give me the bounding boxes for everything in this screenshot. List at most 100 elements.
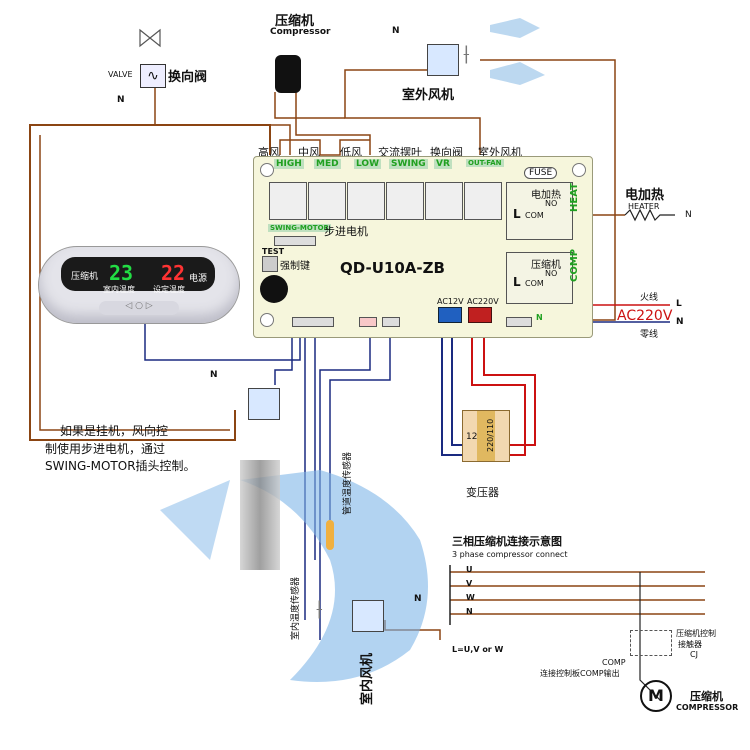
phase-n-label: N — [466, 607, 473, 616]
outdoor-fan-blade-icon: ⟊ — [463, 40, 470, 70]
wire-ac12v-blue2 — [451, 320, 465, 446]
outdoor-air-1 — [490, 18, 540, 38]
wire-swing-1 — [274, 320, 293, 385]
remote-display-panel: 压缩机 23 22 电源 室内温度 设定温度 ◁ ○ ▷ — [38, 246, 240, 324]
valve-coil-icon: ∿ — [140, 64, 166, 88]
board-n: N — [536, 313, 543, 322]
three-phase-title-en: 3 phase compressor connect — [452, 550, 568, 559]
compressor-top-en: Compressor — [270, 27, 331, 37]
heater-zh: 电加热 — [625, 188, 665, 203]
indoor-fan-n: N — [414, 594, 422, 604]
mount-hole — [572, 163, 586, 177]
indoor-temp-value: 23 — [109, 261, 134, 285]
force-key-label: 强制键 — [280, 261, 310, 272]
phase-u-label: U — [466, 565, 473, 574]
compressor-top-zh: 压缩机 — [275, 14, 315, 29]
contactor-label-3: CJ — [690, 650, 698, 659]
transformer-core — [477, 411, 495, 461]
valve-en-label: VALVE — [108, 70, 133, 79]
room-sensor-connector — [359, 317, 377, 327]
wire-compressor — [295, 92, 371, 155]
buzzer-icon — [260, 275, 288, 303]
display-connector — [292, 317, 334, 327]
motor-en-label: COMPRESSOR — [676, 703, 739, 712]
n-terminal — [506, 317, 532, 327]
pipe-sensor-label: 管道温度传感器 — [343, 451, 353, 515]
outdoor-fan-label: 室外风机 — [402, 88, 455, 103]
heat-com: COM — [525, 211, 544, 220]
compressor-icon — [275, 55, 301, 93]
display-buttons[interactable]: ◁ ○ ▷ — [99, 301, 179, 315]
label-low-zh: 低风 — [340, 146, 362, 159]
indoor-temp-label: 室内温度 — [103, 285, 135, 294]
relay-high — [269, 182, 307, 220]
wire-ac12v-blue — [441, 320, 465, 456]
transformer-label: 变压器 — [466, 486, 499, 499]
comp-output-label: COMP — [602, 658, 626, 667]
relay-low — [347, 182, 385, 220]
neutral-N: N — [676, 317, 684, 327]
comp-relay-label: 压缩机 — [531, 260, 561, 271]
valve-n: N — [117, 95, 125, 105]
label-outfan-zh: 室外风机 — [478, 146, 522, 159]
pipe-sensor-connector — [382, 317, 400, 327]
ac220v-label: AC220V — [617, 308, 673, 324]
note-line-1: 如果是挂机，风向控 — [60, 424, 169, 438]
neutral-zh: 零线 — [640, 330, 659, 340]
ac12v-terminal — [438, 307, 462, 323]
heater-n: N — [685, 210, 692, 220]
comp-L: L — [513, 275, 521, 289]
heater-en: HEATER — [628, 202, 660, 211]
heat-no: NO — [545, 199, 558, 208]
airflow-arrow-left — [160, 480, 230, 560]
test-button[interactable] — [262, 256, 278, 272]
phase-v-label: V — [466, 579, 473, 588]
display-power-label: 电源 — [189, 274, 208, 284]
heat-tab: HEAT — [569, 183, 580, 212]
transformer-icon — [462, 410, 510, 462]
label-med-zh: 中风 — [298, 146, 320, 159]
display-comp-label: 压缩机 — [71, 272, 99, 282]
wire-brown-outer — [29, 124, 271, 441]
relay-med — [308, 182, 346, 220]
controller-board: HIGH MED LOW SWING VR OUT-FAN FUSE 电加热 N… — [253, 156, 593, 338]
stepper-label: 步进电机 — [324, 225, 368, 238]
transformer-low: 12 — [466, 432, 478, 442]
outdoor-air-2 — [490, 62, 545, 85]
wire-ac220-red — [471, 320, 526, 456]
note-line-2: 制使用步进电机，通过 — [45, 442, 166, 456]
swing-motor-n: N — [210, 370, 218, 380]
comp-tab: COMP — [569, 248, 580, 282]
valve-zh-label: 换向阀 — [168, 70, 208, 85]
wire-top-tabs — [279, 139, 370, 156]
relay-outfan — [464, 182, 502, 220]
ac12v-label: AC12V — [437, 297, 464, 306]
label-high-zh: 高风 — [258, 146, 280, 159]
set-temp-label: 设定温度 — [153, 285, 185, 294]
tab-med: MED — [314, 159, 341, 169]
note-line-3: SWING-MOTOR插头控制。 — [45, 459, 196, 473]
louver-blades-icon — [240, 460, 280, 570]
ac220v-terminal — [468, 307, 492, 323]
label-swing-zh: 交流摆叶 — [378, 146, 422, 159]
wire-sensor-pipe — [329, 320, 391, 520]
heat-relay-label: 电加热 — [531, 190, 561, 201]
mount-hole — [260, 163, 274, 177]
live-L: L — [676, 299, 682, 309]
mount-hole — [260, 313, 274, 327]
valve-symbol — [139, 28, 161, 48]
wire-brown-outer2 — [39, 135, 230, 431]
transformer-high: 220/110 — [486, 418, 495, 452]
indoor-fan-box — [352, 600, 384, 632]
set-temp-value: 22 — [161, 261, 186, 285]
wire-display — [144, 320, 301, 361]
outdoor-fan-box — [427, 44, 459, 76]
luvw-label: L=U,V or W — [452, 645, 504, 654]
comp-connect-label: 连接控制板COMP输出 — [540, 669, 620, 678]
contactor-label-2: 接触器 — [678, 640, 702, 649]
wire-compressor2 — [274, 92, 345, 119]
indoor-fan-label: 室内风机 — [360, 652, 375, 705]
tab-low: LOW — [354, 159, 381, 169]
contactor-box — [630, 630, 672, 656]
ac220v-small-label: AC220V — [467, 297, 499, 306]
